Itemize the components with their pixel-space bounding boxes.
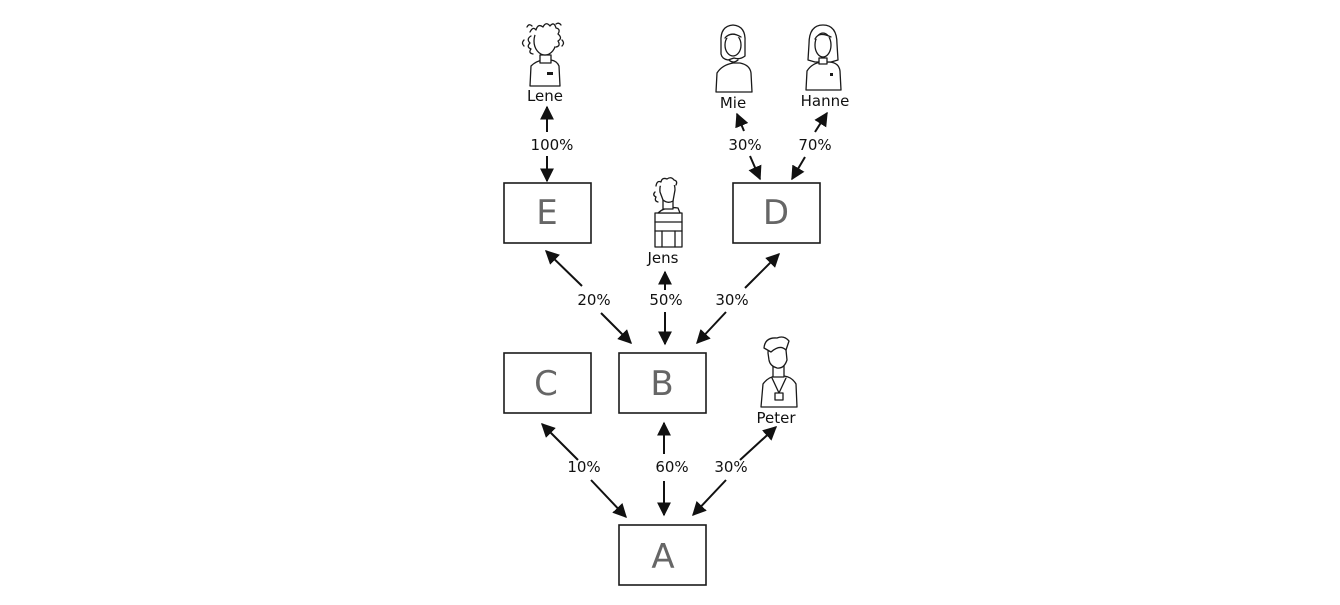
share-label-hanne-d: 70% <box>798 136 831 154</box>
company-box-e: E <box>503 182 592 244</box>
arrow-mie-d <box>735 112 749 132</box>
company-box-c: C <box>503 352 592 414</box>
arrow-mie-d-lower <box>748 155 762 181</box>
company-label-d: D <box>763 193 789 233</box>
person-woman-long-hair-icon <box>805 24 842 91</box>
arrow-hanne-d-lower <box>791 156 806 181</box>
share-label-c-a: 10% <box>567 458 600 476</box>
arrow-hanne-d <box>814 111 828 133</box>
company-box-d: D <box>732 182 821 244</box>
share-label-e-b: 20% <box>577 291 610 309</box>
arrows <box>540 105 828 519</box>
company-label-c: C <box>534 364 558 404</box>
person-curly-hair-icon <box>521 22 565 87</box>
person-man-lanyard-icon <box>760 336 798 408</box>
person-peter: Peter <box>756 336 798 427</box>
person-hanne: Hanne <box>801 24 850 110</box>
person-man-icon <box>653 177 683 248</box>
arrow-peter-a-lower <box>692 479 727 517</box>
share-label-jens-b: 50% <box>649 291 682 309</box>
ownership-labels: 10% 60% 30% 20% 50% 30% 100% 30% 70% <box>531 136 832 476</box>
person-name-lene: Lene <box>527 87 563 105</box>
person-lene: Lene <box>521 22 565 105</box>
share-label-peter-a: 30% <box>714 458 747 476</box>
arrow-d-b <box>744 253 780 289</box>
company-box-b: B <box>618 352 707 414</box>
arrow-c-a <box>541 423 579 461</box>
share-label-mie-d: 30% <box>728 136 761 154</box>
person-name-hanne: Hanne <box>801 92 850 110</box>
person-name-jens: Jens <box>647 249 679 267</box>
person-woman-icon <box>715 24 753 93</box>
arrow-c-a-lower <box>590 479 627 519</box>
arrow-e-b-lower <box>600 312 632 344</box>
arrow-e-b <box>544 250 583 287</box>
company-label-b: B <box>650 364 673 404</box>
arrow-peter-a <box>739 426 778 461</box>
person-name-mie: Mie <box>720 94 746 112</box>
arrow-d-b-lower <box>696 311 727 345</box>
share-label-d-b: 30% <box>715 291 748 309</box>
person-name-peter: Peter <box>756 409 796 427</box>
share-label-b-a: 60% <box>655 458 688 476</box>
company-box-a: A <box>618 524 707 586</box>
company-label-a: A <box>651 537 674 577</box>
company-label-e: E <box>536 193 557 233</box>
person-jens: Jens <box>647 177 683 267</box>
share-label-lene-e: 100% <box>531 136 574 154</box>
person-mie: Mie <box>715 24 753 112</box>
